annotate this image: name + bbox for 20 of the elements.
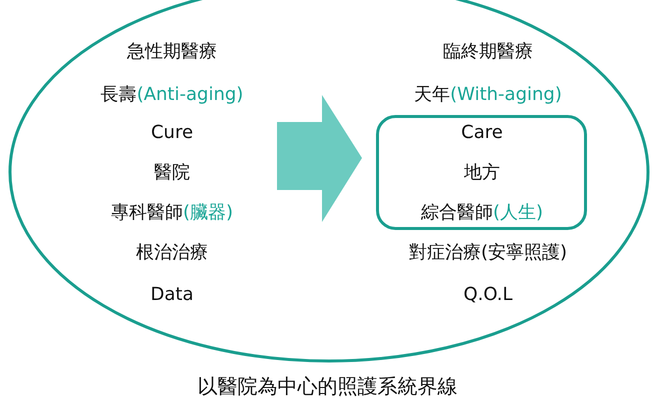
item-text: Q.O.L <box>463 286 513 304</box>
item-text: 地方 <box>464 164 500 182</box>
note-text: (With-aging) <box>450 86 562 104</box>
item-text: 臨終期醫療 <box>443 43 533 61</box>
item-text: 對症治療(安寧照護) <box>408 244 568 262</box>
item-text: 急性期醫療 <box>127 43 217 61</box>
note-text: (Anti-aging) <box>136 86 244 104</box>
item-text: 天年 <box>414 86 450 104</box>
item-text: Care <box>461 124 503 142</box>
item-text: 醫院 <box>154 164 190 182</box>
item-text: Data <box>150 286 194 304</box>
item-text: 綜合醫師 <box>420 204 493 222</box>
item-text: 專科醫師 <box>110 204 183 222</box>
note-text: (人生) <box>492 204 544 222</box>
item-text: 根治治療 <box>136 244 208 262</box>
item-text: 長壽 <box>100 86 137 104</box>
item-text: Cure <box>150 124 194 142</box>
note-text: (臟器) <box>182 204 234 222</box>
caption-text: 以醫院為中心的照護系統界線 <box>196 373 458 400</box>
highlight-box <box>376 115 587 230</box>
